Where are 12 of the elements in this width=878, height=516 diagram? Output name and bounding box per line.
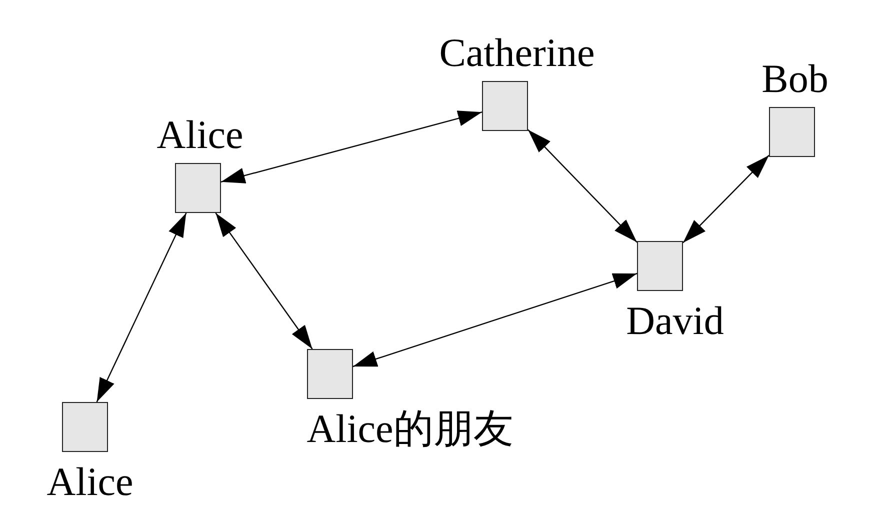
double-arrow bbox=[528, 129, 638, 243]
double-arrow bbox=[96, 212, 187, 402]
double-arrow bbox=[220, 110, 482, 184]
double-arrow bbox=[215, 212, 313, 350]
node-label: Alice的朋友 bbox=[306, 409, 514, 449]
node-label: David bbox=[626, 301, 724, 341]
double-arrow bbox=[352, 272, 638, 368]
node-label: Bob bbox=[762, 59, 828, 99]
node-label: Catherine bbox=[439, 33, 595, 73]
double-arrow bbox=[682, 154, 770, 244]
node-label: Alice bbox=[46, 462, 134, 502]
node-label: Alice bbox=[156, 115, 244, 155]
